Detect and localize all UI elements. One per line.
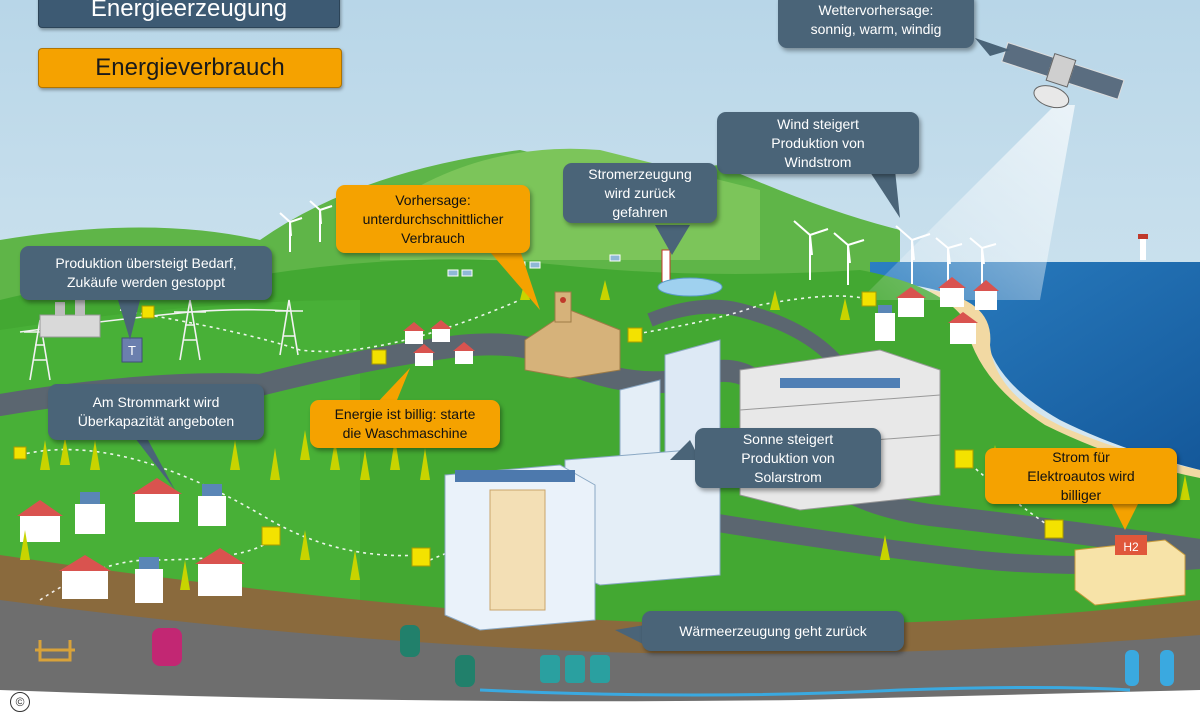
transformer: T	[121, 337, 143, 363]
bubble-production-exceeds-demand: Produktion übersteigt Bedarf, Zukäufe we…	[20, 246, 272, 300]
legend-energy-generation: Energieerzeugung	[38, 0, 340, 28]
bubble-market-overcapacity: Am Strommarkt wird Überkapazität angebot…	[48, 384, 264, 440]
bubble-pointers	[118, 38, 1140, 645]
office-towers	[444, 339, 721, 631]
sea	[870, 262, 1200, 470]
bubble-weather-forecast: Wettervorhersage: sonnig, warm, windig	[778, 0, 974, 48]
lighthouse	[1138, 234, 1148, 260]
bubble-solar-production: Sonne steigert Produktion von Solarstrom	[695, 428, 881, 488]
svg-text:T: T	[128, 343, 136, 358]
gas-plant	[657, 249, 723, 297]
bubble-ev-cheaper: Strom für Elektroautos wird billiger	[985, 448, 1177, 504]
bubble-wind-production: Wind steigert Produktion von Windstrom	[717, 112, 919, 174]
h2-station	[1074, 535, 1186, 606]
legend-energy-consumption: Energieverbrauch	[38, 48, 342, 88]
power-plant-left	[39, 300, 101, 338]
bubble-power-reduction: Stromerzeugung wird zurück gefahren	[563, 163, 717, 223]
satellite	[1001, 41, 1125, 109]
copyright-symbol: ©	[10, 692, 30, 712]
bubble-consumption-forecast: Vorhersage: unterdurchschnittlicher Verb…	[336, 185, 530, 253]
bubble-cheap-energy: Energie ist billig: starte die Waschmasc…	[310, 400, 500, 448]
factory	[524, 291, 621, 379]
bubble-heat-reduction: Wärmeerzeugung geht zurück	[642, 611, 904, 651]
h2-sign: H2	[1123, 540, 1139, 554]
houses	[17, 277, 999, 603]
info-symbols	[13, 291, 1064, 567]
wind-turbines	[279, 200, 997, 285]
underground-storage	[35, 625, 1174, 697]
